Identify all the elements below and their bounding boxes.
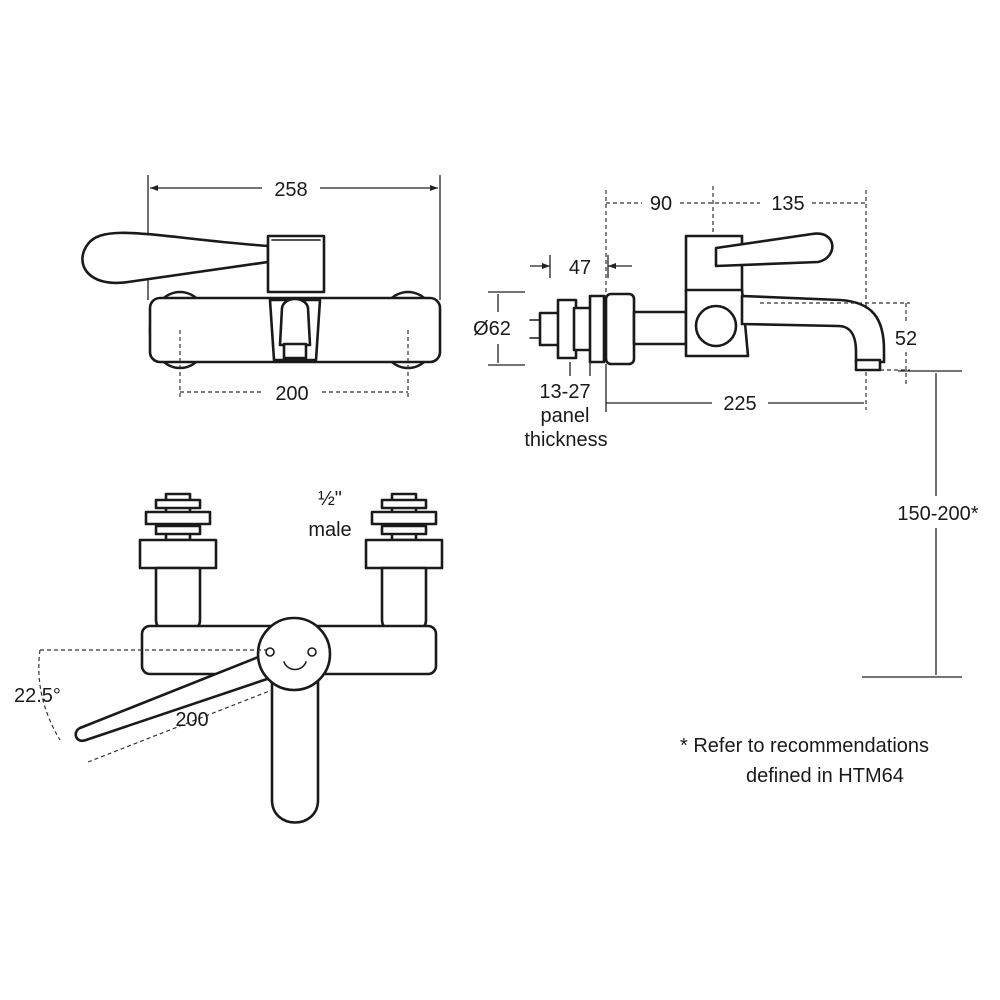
inlet-size-label: ½" bbox=[318, 488, 342, 510]
plan-hub-screw-left bbox=[265, 647, 275, 657]
plan-lever-swung bbox=[74, 652, 278, 743]
dim-225-label: 225 bbox=[723, 393, 756, 415]
plan-lever-hub bbox=[256, 616, 332, 692]
dim-135-label: 135 bbox=[771, 193, 804, 215]
lever-length-label: 200 bbox=[175, 709, 208, 731]
dim-62-label: Ø62 bbox=[473, 318, 511, 340]
dim-90-label: 90 bbox=[650, 193, 672, 215]
front-view: 258 200 bbox=[81, 175, 442, 405]
footnote: * Refer to recommendations defined in HT… bbox=[680, 735, 929, 787]
panel-word-label: panel bbox=[541, 405, 590, 427]
panel-range-label: 13-27 bbox=[539, 381, 590, 403]
dim-47-arrow-left bbox=[542, 263, 550, 269]
plan-inlet-nut-left-1 bbox=[154, 498, 202, 510]
dim-258-arrow-left bbox=[150, 185, 158, 191]
plan-hub-screw-right bbox=[307, 647, 317, 657]
plan-inlet-nut-left-2 bbox=[154, 524, 202, 536]
side-panel-clamp bbox=[588, 294, 606, 364]
side-lever bbox=[714, 232, 834, 268]
dim-258-label: 258 bbox=[274, 179, 307, 201]
inlet-type-label: male bbox=[308, 519, 351, 541]
plan-lever-down bbox=[270, 670, 320, 824]
angle-arc bbox=[38, 649, 61, 741]
dim-52-label: 52 bbox=[895, 328, 917, 350]
plan-inlet-washer-left bbox=[144, 510, 212, 526]
side-flange bbox=[604, 292, 636, 366]
plan-inlet-washer-right bbox=[370, 510, 438, 526]
plan-inlet-nut-right-2 bbox=[380, 524, 428, 536]
dim-47-arrow-right bbox=[608, 263, 616, 269]
lever-length-line bbox=[87, 689, 273, 763]
side-body-boss bbox=[694, 304, 738, 348]
dim-47-label: 47 bbox=[569, 257, 591, 279]
side-spout bbox=[740, 294, 886, 364]
lever-angle-label: 22.5° bbox=[14, 685, 61, 707]
side-arm bbox=[632, 310, 688, 346]
front-lever-paddle bbox=[81, 231, 270, 285]
front-body-upper bbox=[266, 234, 326, 294]
dim-200-label: 200 bbox=[275, 383, 308, 405]
plan-flange-right bbox=[364, 538, 444, 570]
plan-flange-left bbox=[138, 538, 218, 570]
panel-thickness-label: thickness bbox=[524, 429, 607, 451]
side-view: 90 135 47 Ø62 bbox=[473, 186, 979, 678]
dim-clearance-label: 150-200* bbox=[897, 503, 978, 525]
plan-inlet-nut-right-1 bbox=[380, 498, 428, 510]
plan-view: ½" male 22.5° 200 bbox=[14, 488, 444, 824]
footnote-line-1: * Refer to recommendations bbox=[680, 735, 929, 757]
plan-hub-indicator bbox=[283, 661, 307, 671]
front-spout-outlet bbox=[278, 297, 312, 347]
front-spout-tip bbox=[282, 342, 308, 360]
side-spout-aerator bbox=[854, 358, 882, 372]
dim-258-arrow-right bbox=[430, 185, 438, 191]
footnote-line-2: defined in HTM64 bbox=[746, 765, 904, 787]
